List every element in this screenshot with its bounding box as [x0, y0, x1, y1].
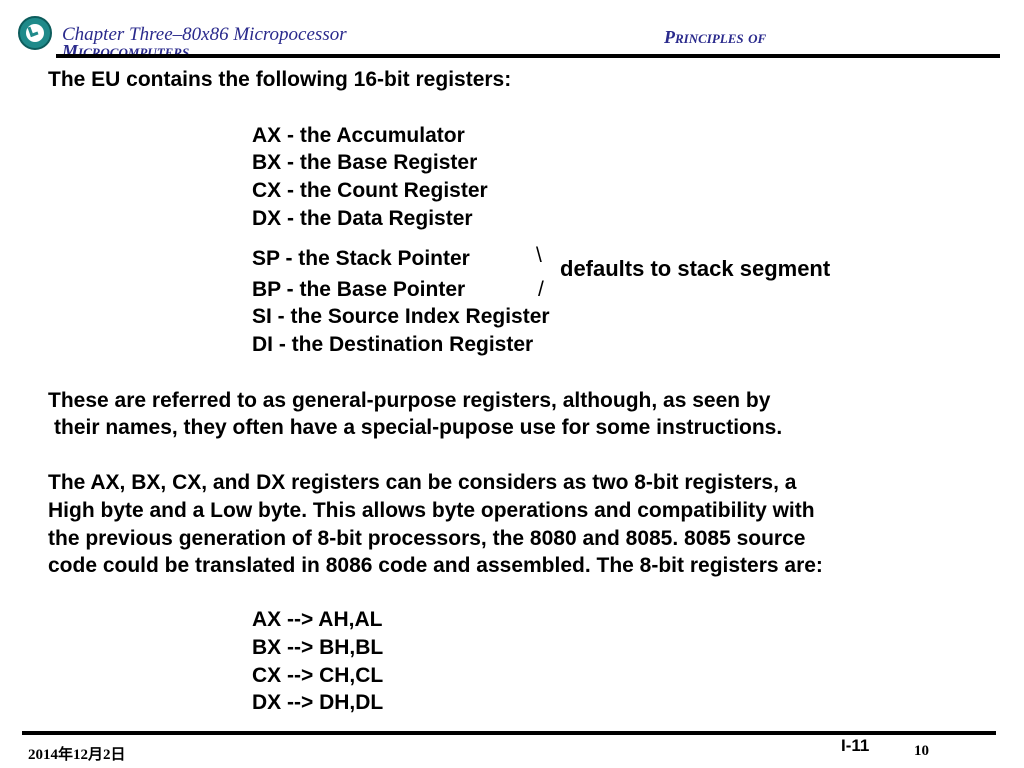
page-number: 10	[914, 743, 929, 759]
course-title-line1: Principles of	[664, 27, 767, 47]
byte-register-ax: AX --> AH,AL	[252, 608, 383, 631]
brace-top: \	[536, 244, 542, 267]
intro-text: The EU contains the following 16-bit reg…	[48, 68, 512, 91]
register-si: SI - the Source Index Register	[252, 305, 550, 328]
register-cx: CX - the Count Register	[252, 179, 488, 202]
chapter-title: Chapter Three–80x86 Micropocessor	[62, 24, 347, 45]
brace-bottom: /	[538, 278, 544, 301]
footer-divider	[22, 731, 996, 735]
footer-date: 2014年12月2日	[28, 747, 126, 763]
general-purpose-line2: their names, they often have a special-p…	[54, 416, 783, 439]
eight-bit-line3: the previous generation of 8-bit process…	[48, 527, 806, 550]
register-bp: BP - the Base Pointer	[252, 278, 466, 301]
university-seal-icon	[18, 16, 52, 50]
register-sp: SP - the Stack Pointer	[252, 247, 470, 270]
slide-id: I-11	[841, 736, 870, 755]
eight-bit-line2: High byte and a Low byte. This allows by…	[48, 499, 815, 522]
byte-register-dx: DX --> DH,DL	[252, 691, 384, 714]
eight-bit-line1: The AX, BX, CX, and DX registers can be …	[48, 471, 797, 494]
general-purpose-line1: These are referred to as general-purpose…	[48, 389, 771, 412]
byte-register-cx: CX --> CH,CL	[252, 664, 384, 687]
register-ax: AX - the Accumulator	[252, 124, 465, 147]
register-di: DI - the Destination Register	[252, 333, 534, 356]
register-bx: BX - the Base Register	[252, 151, 478, 174]
eight-bit-line4: code could be translated in 8086 code an…	[48, 554, 823, 577]
register-dx: DX - the Data Register	[252, 207, 473, 230]
byte-register-bx: BX --> BH,BL	[252, 636, 384, 659]
stack-segment-note: defaults to stack segment	[560, 256, 831, 281]
header-divider	[56, 54, 1000, 58]
